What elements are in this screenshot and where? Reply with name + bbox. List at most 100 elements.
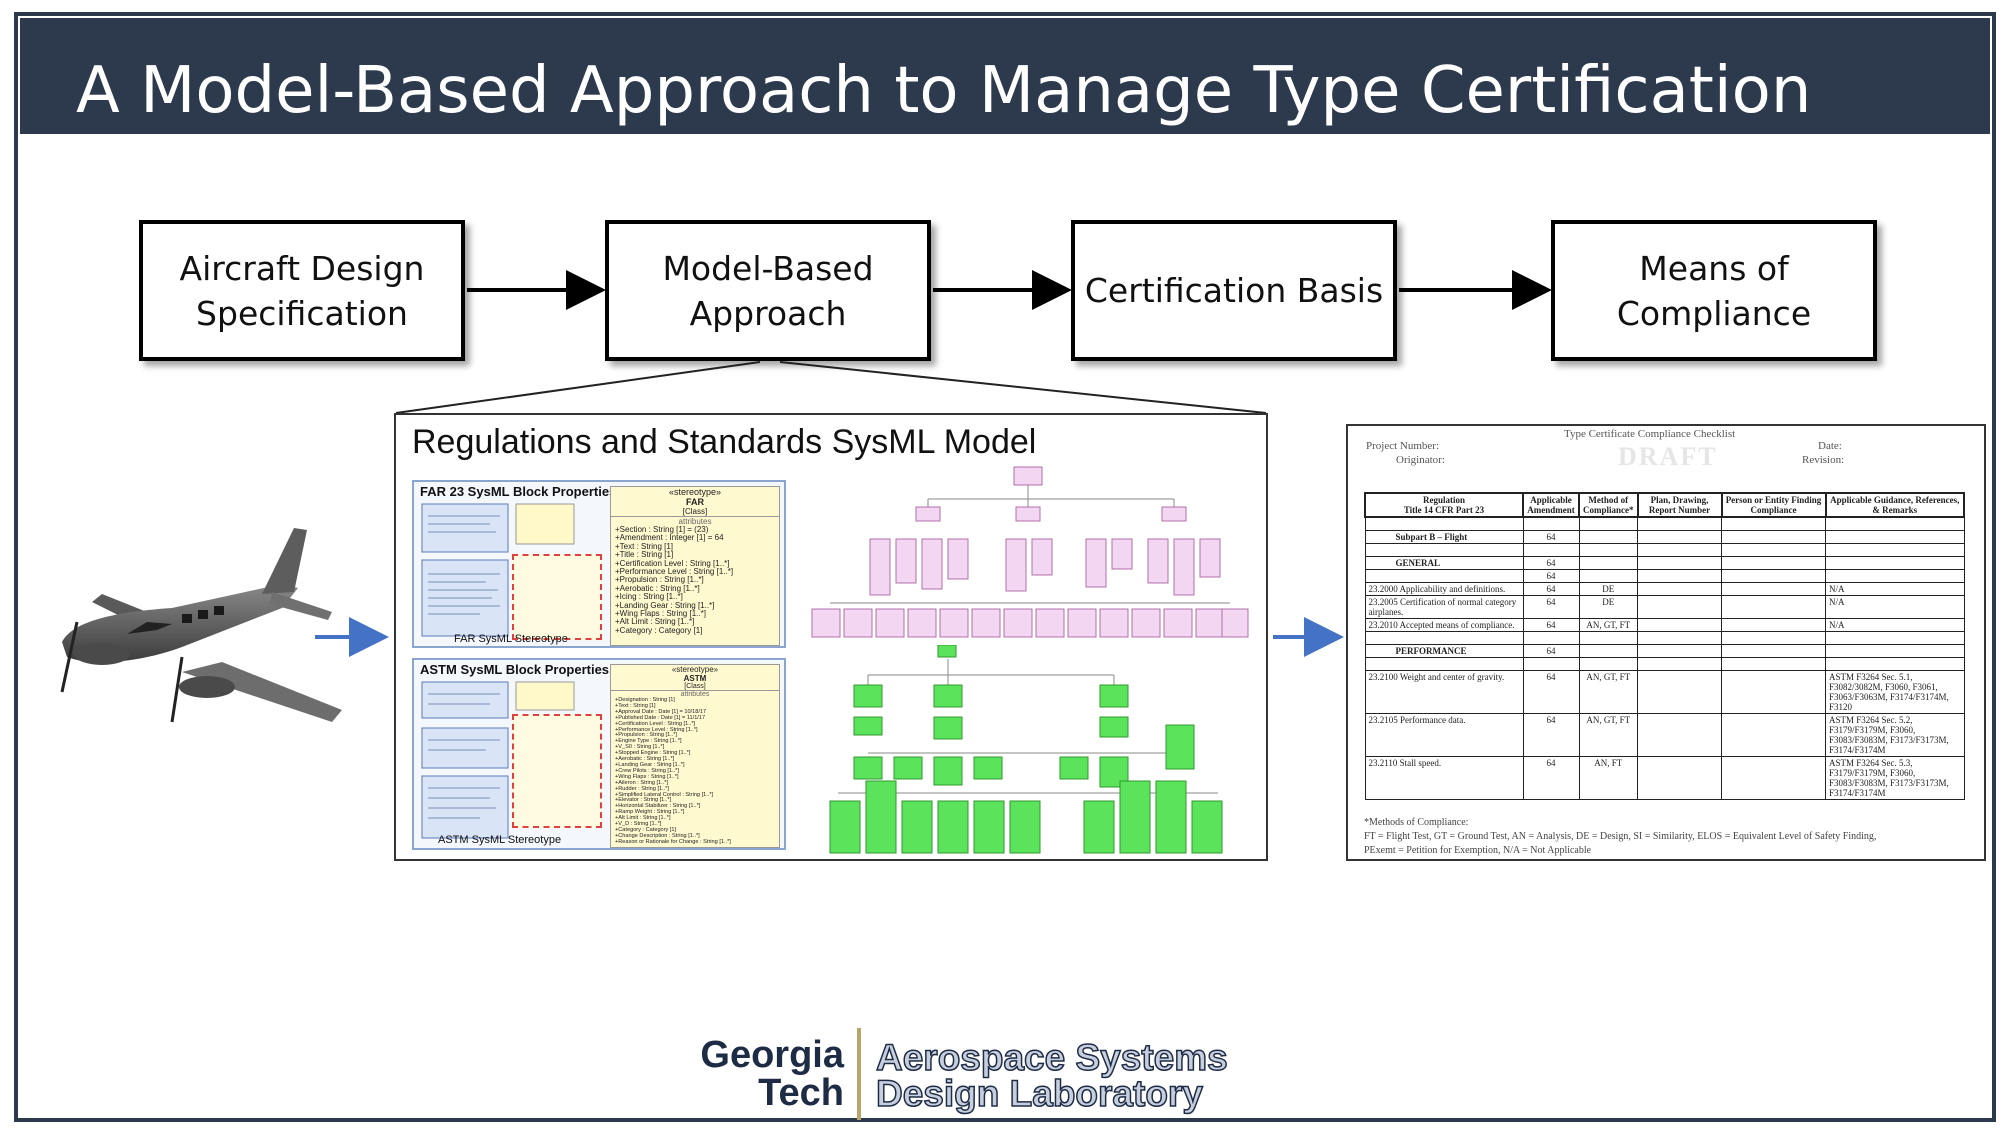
- flow-label: Means of Compliance: [1616, 248, 1812, 333]
- far-stereotype-caption: FAR SysML Stereotype: [454, 633, 568, 645]
- table-cell-person: [1721, 516, 1826, 531]
- table-cell-plan: [1637, 756, 1722, 800]
- table-cell-moc: DE: [1578, 582, 1638, 596]
- far-stereotype-block: «stereotype» FAR [Class] attributes +Sec…: [610, 486, 780, 646]
- far-stereo-kind: [Class]: [611, 507, 779, 517]
- compliance-table-header: Regulation Title 14 CFR Part 23 Applicab…: [1364, 492, 1965, 518]
- astm-attribute: +Elevator : String [1..*]: [615, 797, 672, 804]
- table-cell-moc: [1578, 657, 1638, 671]
- table-cell-moc: AN, GT, FT: [1578, 670, 1638, 714]
- astm-attribute: +V_S0 : String [1..*]: [615, 744, 665, 751]
- col-header-plan: Plan, Drawing, Report Number: [1636, 492, 1723, 518]
- table-cell-remarks: N/A: [1825, 618, 1965, 632]
- table-cell-person: [1721, 582, 1826, 596]
- checklist-watermark: DRAFT: [1618, 442, 1718, 471]
- astm-standard-tree-diagram: [829, 645, 1223, 854]
- table-cell-person: [1721, 618, 1826, 632]
- table-cell-reg: 23.2110 Stall speed.: [1364, 756, 1524, 800]
- astm-attribute: +Engine Type : String [1..*]: [615, 738, 682, 745]
- table-cell-amd: [1522, 516, 1580, 531]
- table-cell-person: [1721, 631, 1826, 645]
- table-cell-remarks: N/A: [1825, 582, 1965, 596]
- far-attribute: +Text : String [1]: [615, 541, 674, 551]
- table-cell-remarks: [1825, 530, 1965, 544]
- table-cell-plan: [1637, 670, 1722, 714]
- table-cell-plan: [1637, 530, 1722, 544]
- table-cell-plan: [1637, 595, 1722, 619]
- astm-stereotype-caption: ASTM SysML Stereotype: [438, 834, 562, 846]
- table-cell-remarks: [1825, 657, 1965, 671]
- astm-attribute: +Approval Date : Date [1] = 10/18/17: [615, 708, 707, 715]
- flow-box-means-of-compliance: Means of Compliance: [1551, 220, 1877, 361]
- table-cell-person: [1721, 657, 1826, 671]
- table-cell-plan: [1637, 582, 1722, 596]
- astm-stereotype-block: «stereotype» ASTM [Class] attributes +De…: [610, 664, 780, 848]
- airplane-icon: [60, 528, 342, 723]
- notes-legend-1: FT = Flight Test, GT = Ground Test, AN =…: [1364, 831, 1877, 842]
- slide-title: A Model-Based Approach to Manage Type Ce…: [76, 54, 1812, 128]
- compliance-checklist-document: Type Certificate Compliance Checklist Pr…: [1346, 424, 1986, 861]
- table-cell-plan: [1637, 631, 1722, 645]
- flow-box-aircraft-design-spec: Aircraft Design Specification: [139, 220, 465, 361]
- far-attribute: +Landing Gear : String [1..*]: [615, 600, 715, 610]
- georgia-tech-logo: Georgia Tech: [672, 1036, 844, 1112]
- far-block-properties: FAR 23 SysML Block Properties «stereotyp…: [412, 480, 786, 648]
- table-cell-moc: [1578, 530, 1638, 544]
- table-cell-moc: AN, GT, FT: [1578, 713, 1638, 757]
- far-stereo-header: «stereotype»: [668, 487, 722, 497]
- table-cell-amd: 64: [1522, 530, 1580, 544]
- logo-org-line1: Georgia: [700, 1034, 844, 1076]
- table-cell-person: [1721, 713, 1826, 757]
- logo-lab-line1: Aerospace Systems: [875, 1037, 1228, 1078]
- astm-attribute: +Certification Level : String [1..*]: [615, 720, 696, 727]
- table-cell-amd: 64: [1522, 756, 1580, 800]
- astm-attribute: +Text : String [1]: [615, 702, 656, 709]
- table-cell-person: [1721, 556, 1826, 570]
- table-cell-reg: [1364, 543, 1524, 557]
- table-cell-reg: [1364, 516, 1524, 531]
- logo-divider: [857, 1028, 861, 1120]
- far-attribute: +Performance Level : String [1..*]: [615, 567, 734, 577]
- table-cell-moc: [1578, 556, 1638, 570]
- table-cell-remarks: [1825, 569, 1965, 583]
- far-attribute: +Aerobatic : String [1..*]: [615, 583, 700, 593]
- table-cell-reg: [1364, 631, 1524, 645]
- astm-attribute: +Wing Flaps : String [1..*]: [615, 773, 679, 780]
- notes-legend-2: PExemt = Petition for Exemption, N/A = N…: [1364, 845, 1592, 856]
- astm-block-properties: ASTM SysML Block Properties «stereotype»…: [412, 658, 786, 850]
- far-stereo-name: FAR: [686, 497, 704, 507]
- col-header-remarks: Applicable Guidance, References, & Remar…: [1824, 492, 1965, 518]
- far-attribute: +Section : String [1] = (23): [615, 525, 709, 534]
- table-row: 23.2005 Certification of normal category…: [1364, 595, 1965, 619]
- astm-attribute: +Simplified Lateral Control : String [1.…: [615, 791, 714, 798]
- far-block-heading: FAR 23 SysML Block Properties: [420, 484, 617, 499]
- table-cell-moc: DE: [1578, 595, 1638, 619]
- flow-box-certification-basis: Certification Basis: [1071, 220, 1397, 361]
- table-cell-remarks: [1825, 631, 1965, 645]
- table-row: 23.2000 Applicability and definitions.64…: [1364, 582, 1965, 596]
- table-cell-remarks: ASTM F3264 Sec. 5.2, F3179/F3179M, F3060…: [1825, 713, 1965, 757]
- col-header-person: Person or Entity Finding Compliance: [1720, 492, 1827, 518]
- table-cell-reg: [1364, 569, 1524, 583]
- astm-attribute: +Change Description : String [1..*]: [615, 832, 700, 839]
- astm-stereo-section: attributes: [680, 691, 710, 698]
- far-attribute: +Wing Flaps : String [1..*]: [615, 609, 706, 619]
- table-cell-remarks: [1825, 543, 1965, 557]
- table-row: [1364, 543, 1965, 557]
- astm-attribute: +Aileron : String [1..*]: [615, 779, 669, 786]
- table-cell-person: [1721, 644, 1826, 658]
- astm-attribute: +Ramp Weight : String [1..*]: [615, 809, 685, 816]
- astm-stereo-header: «stereotype»: [671, 665, 719, 674]
- astm-attribute: +Category : Category [1]: [615, 826, 677, 833]
- logo-lab-line2: Design Laboratory: [875, 1073, 1203, 1114]
- table-cell-amd: 64: [1522, 569, 1580, 583]
- flow-label: Certification Basis: [1084, 271, 1384, 310]
- astm-attribute: +Reason or Rationale for Change : String…: [615, 838, 731, 845]
- far-attribute: +Title : String [1]: [615, 550, 674, 560]
- table-cell-amd: [1522, 631, 1580, 645]
